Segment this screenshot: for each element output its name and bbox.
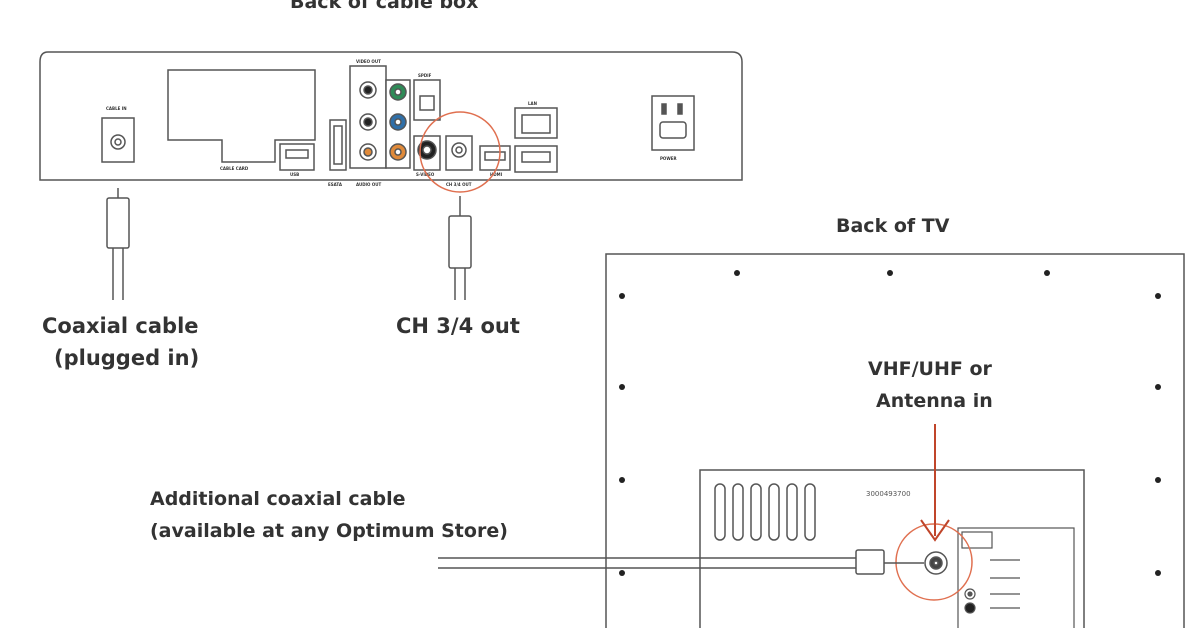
cable-box-title: Back of cable box <box>290 0 479 13</box>
port-label-hdmi-small: HDMI <box>490 172 503 177</box>
additional-coax-label-line2: (available at any Optimum Store) <box>150 520 508 542</box>
additional-coax-label-line1: Additional coaxial cable <box>150 488 406 510</box>
vhf-uhf-label-line1: VHF/UHF or <box>868 358 992 380</box>
port-label-lan: LAN <box>528 101 537 106</box>
antenna-in-jack <box>924 551 948 575</box>
tv-connector-panel <box>957 527 1075 628</box>
port-label-ch34-out: CH 3/4 OUT <box>446 182 472 187</box>
ch34-out-label: CH 3/4 out <box>396 314 520 338</box>
coax-cable-label-line1: Coaxial cable <box>42 314 199 338</box>
additional-coax-cable <box>438 549 924 575</box>
tv-screw-dots <box>619 270 1161 576</box>
coax-cable-label-line2: (plugged in) <box>54 346 200 370</box>
antenna-arrow <box>920 424 950 542</box>
port-label-cablecard: CABLE CARD <box>220 166 249 171</box>
port-label-usb: USB <box>290 172 299 177</box>
tv-vents <box>714 483 816 541</box>
port-label-esata: ESATA <box>328 182 343 187</box>
port-label-power: POWER <box>660 156 677 161</box>
cable-box <box>39 51 743 181</box>
tv-title: Back of TV <box>836 215 950 237</box>
tv-panel-code: 3000493700 <box>866 490 911 498</box>
cable-box-port-labels: CABLE IN CABLE CARD USB VIDEO OUT SPDIF … <box>106 59 677 187</box>
coax-cable-plugged-in <box>106 188 130 300</box>
port-label-svideo: S-VIDEO <box>416 172 435 177</box>
port-label-cable-in: CABLE IN <box>106 106 127 111</box>
tv-back <box>605 253 1185 628</box>
ch34-highlight-circle <box>419 111 501 193</box>
ch34-cable <box>448 196 472 300</box>
port-label-audio-out: AUDIO OUT <box>356 182 381 187</box>
vhf-uhf-label-line2: Antenna in <box>876 390 993 412</box>
port-label-video-out: VIDEO OUT <box>356 59 381 64</box>
port-label-spdif: SPDIF <box>418 73 432 78</box>
